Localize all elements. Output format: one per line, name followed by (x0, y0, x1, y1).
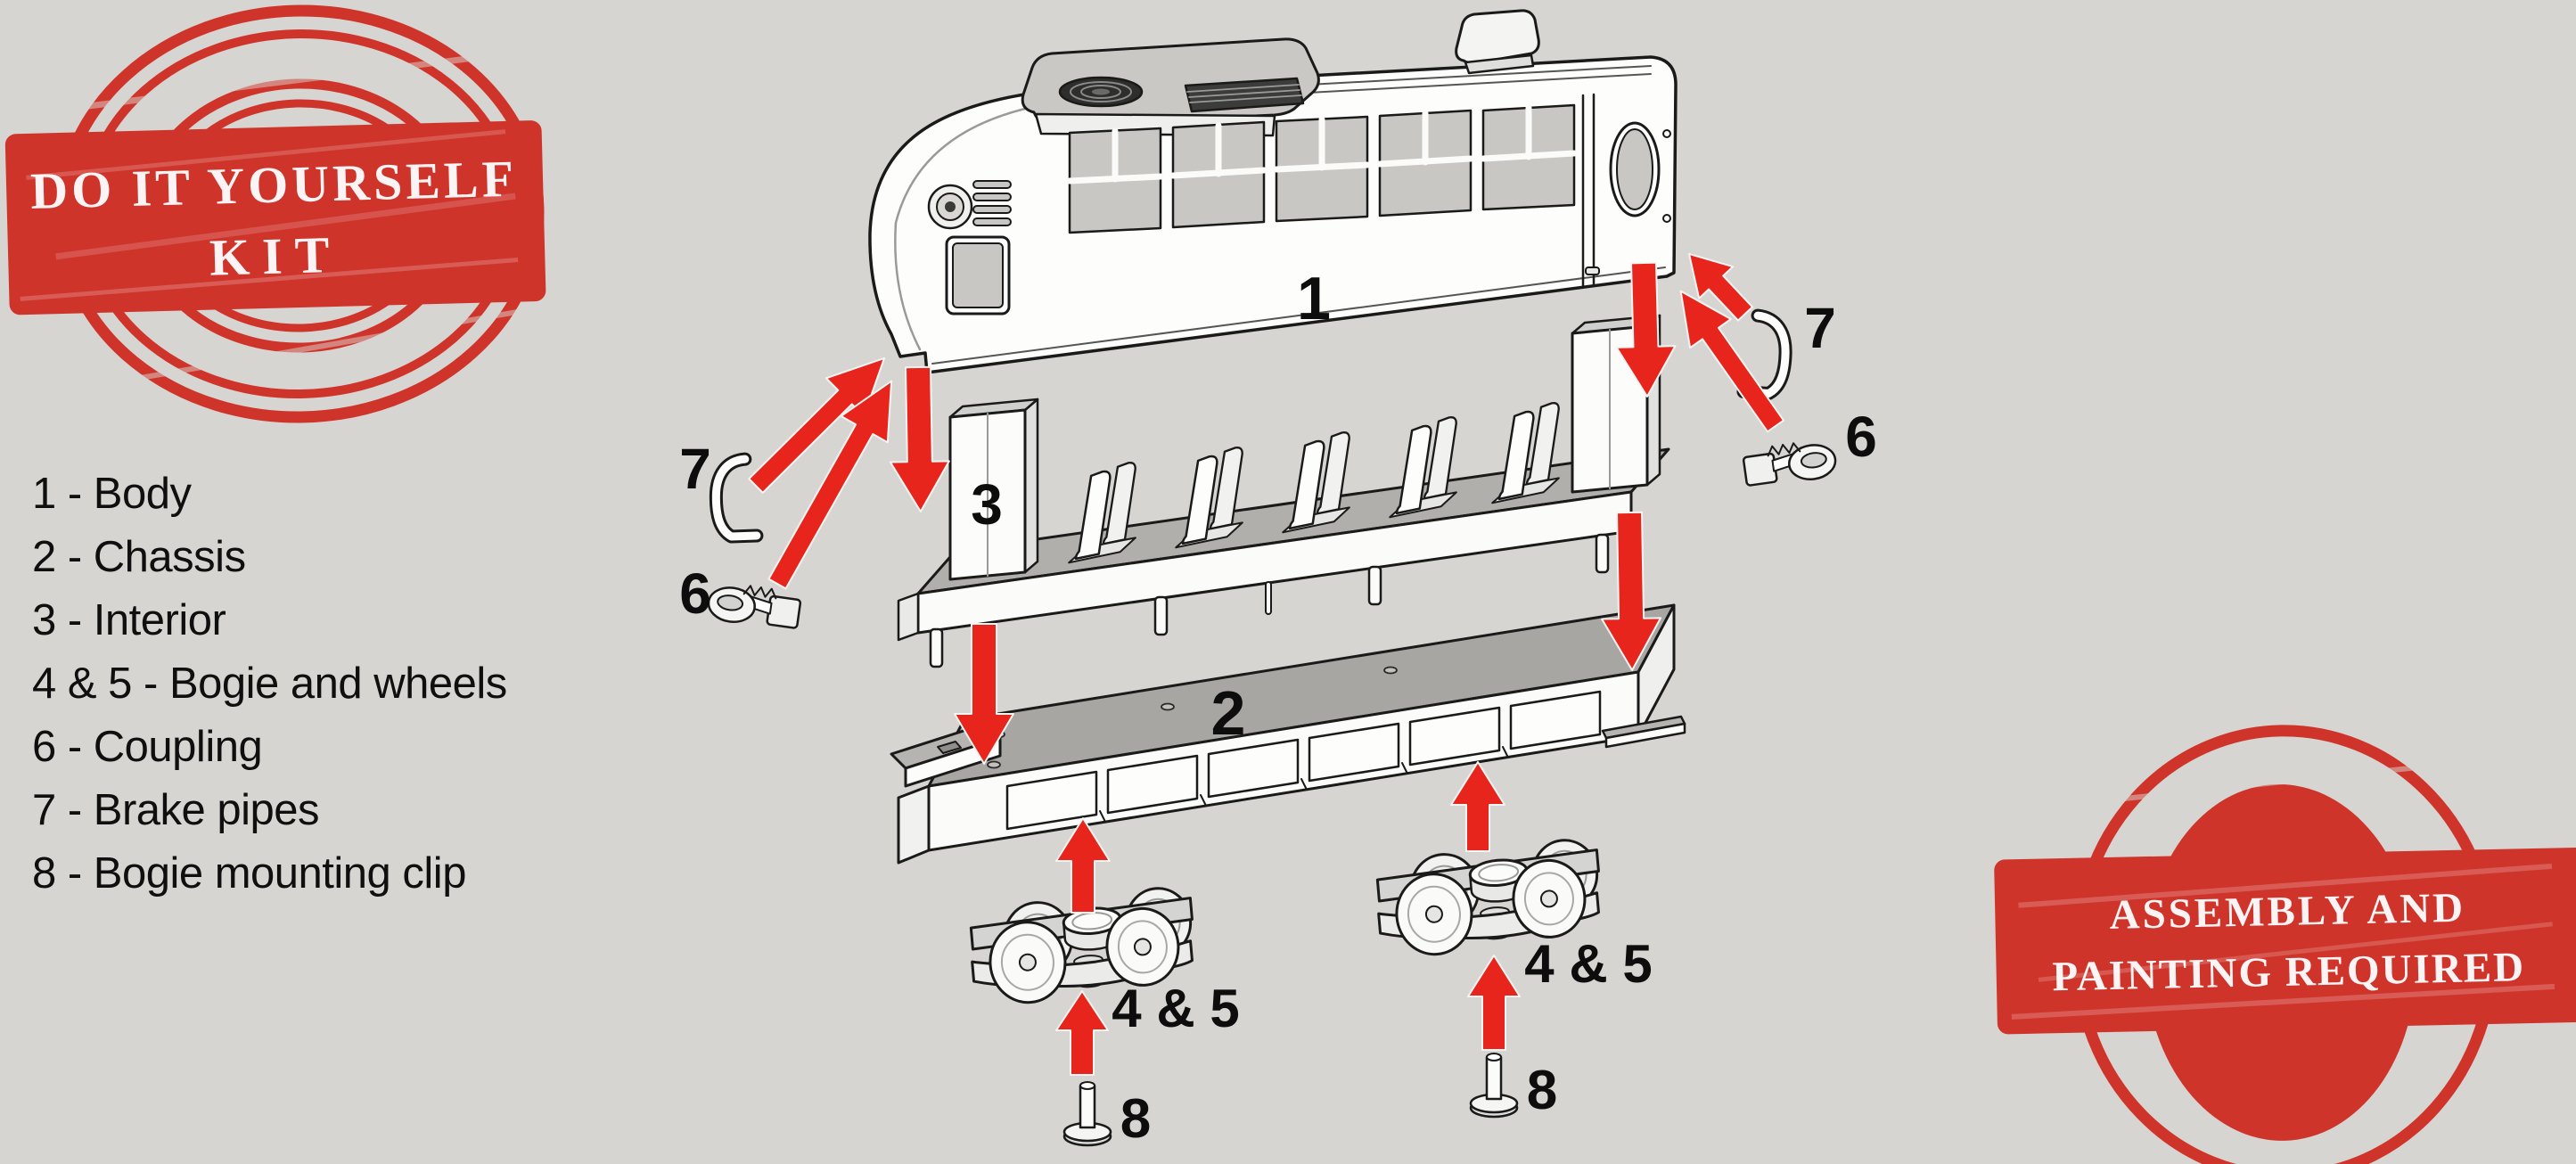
part-number-coupling-right: 6 (1845, 405, 1877, 469)
arrow-bogie-to-chassis-right (1450, 761, 1505, 852)
chassis-part: 2 (890, 603, 1686, 865)
chassis-right-ledge (1601, 715, 1686, 749)
part-number-bogie-right: 4 & 5 (1524, 934, 1652, 994)
arrow-interior-to-chassis-right (1601, 511, 1662, 671)
parts-list-item-brake-pipes: 7 - Brake pipes (32, 786, 320, 834)
part-number-coupling-left: 6 (679, 562, 711, 626)
part-number-brake-right: 7 (1804, 296, 1836, 360)
stamp-banner (4, 120, 546, 316)
part-number-clip-right: 8 (1527, 1060, 1557, 1121)
parts-list-item-bogie: 4 & 5 - Bogie and wheels (32, 660, 507, 708)
part-number-chassis: 2 (1211, 678, 1246, 748)
assembly-arrows (748, 252, 1784, 1076)
stamp-assembly-line2: PAINTING REQUIRED (2052, 944, 2526, 1000)
train-body-part: 1 (868, 9, 1678, 374)
parts-list-item-mounting-clip: 8 - Bogie mounting clip (32, 849, 466, 898)
parts-list-item-chassis: 2 - Chassis (32, 533, 246, 581)
part-number-bogie-left: 4 & 5 (1112, 979, 1239, 1038)
interior-partition-left (948, 398, 1039, 581)
part-number-brake-left: 7 (679, 437, 711, 501)
coupling-left (705, 578, 803, 633)
arrow-coupling-to-body-right (1679, 290, 1784, 433)
stamp-diy-line1: DO IT YOURSELF (29, 150, 517, 220)
mounting-clip-right (1469, 1052, 1519, 1119)
arrow-clip-to-bogie-left (1055, 990, 1109, 1076)
parts-list: 1 - Body 2 - Chassis 3 - Interior 4 & 5 … (32, 463, 507, 906)
body-front-details (927, 180, 1012, 316)
brake-pipe-left (711, 456, 764, 539)
part-number-body: 1 (1297, 265, 1331, 332)
body-door (1581, 93, 1671, 289)
arrow-body-to-interior-right (1615, 261, 1677, 398)
arrow-interior-to-chassis-left (954, 623, 1014, 765)
roof-vent-fan (1021, 37, 1320, 137)
arrow-clip-to-bogie-right (1467, 955, 1521, 1051)
parts-list-item-interior: 3 - Interior (32, 596, 226, 644)
mounting-clip-left (1062, 1080, 1112, 1147)
body-windows (1066, 103, 1578, 234)
arrow-bogie-to-chassis-left (1055, 817, 1111, 914)
parts-list-item-coupling: 6 - Coupling (32, 723, 263, 771)
arrow-body-to-interior-left (889, 365, 950, 512)
chassis-panel-tabs (1099, 746, 1509, 823)
arrow-coupling-to-body-left (767, 380, 893, 590)
coupling-right (1741, 436, 1839, 490)
roof-vent-box (1455, 9, 1540, 75)
stamp-diy-line2: KIT (209, 225, 342, 287)
stamp-banner (1994, 847, 2576, 1035)
chassis-side-panels (1005, 690, 1602, 831)
diy-kit-stamp: DO IT YOURSELF KIT (4, 4, 567, 423)
part-number-interior: 3 (971, 472, 1003, 537)
part-number-clip-left: 8 (1120, 1088, 1151, 1150)
assembly-required-stamp: ASSEMBLY AND PAINTING REQUIRED (1994, 725, 2576, 1164)
interior-legs (929, 533, 1610, 668)
arrow-pipe-to-body-right (1688, 252, 1754, 322)
parts-list-item-body: 1 - Body (32, 470, 192, 518)
interior-part: 3 (897, 314, 1670, 668)
stamp-assembly-line1: ASSEMBLY AND (2109, 885, 2466, 939)
